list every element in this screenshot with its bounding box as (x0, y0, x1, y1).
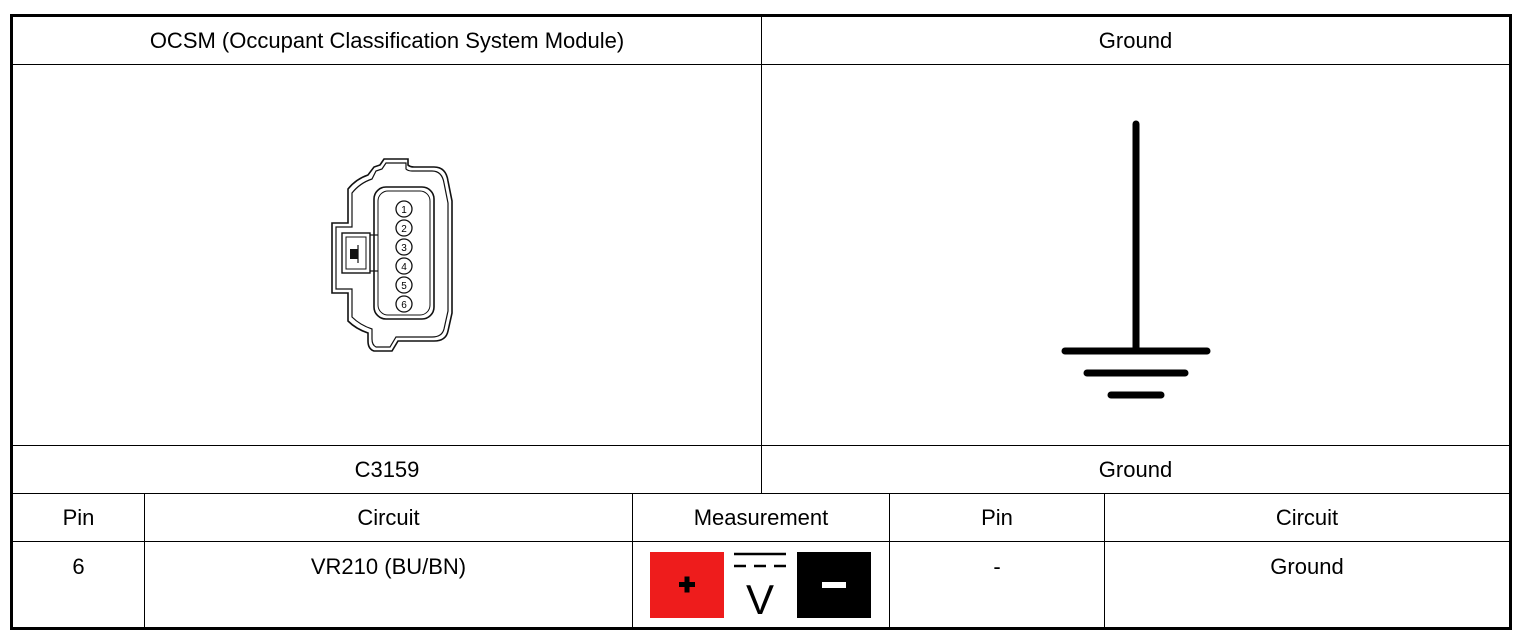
row-pin-right: - (993, 554, 1001, 579)
connector-label: C3159 (354, 456, 420, 482)
ground-connector-label: Ground (1098, 456, 1173, 482)
rule-center (761, 17, 762, 494)
row-circuit-left: VR210 (BU/BN) (310, 554, 467, 579)
pin-number-6: 6 (401, 300, 407, 311)
row-pin-left: 6 (72, 554, 85, 579)
pinout-table: OCSM (Occupant Classification System Mod… (10, 14, 1512, 630)
component-title: OCSM (Occupant Classification System Mod… (149, 27, 625, 53)
pin-number-5: 5 (401, 281, 407, 292)
col-header-pin-left: Pin (62, 504, 95, 530)
rule-col1 (144, 493, 145, 627)
ground-image-cell (762, 65, 1509, 445)
dc-voltage-measurement-icon: V (650, 551, 871, 620)
connector-pins: 1 2 3 4 5 6 (395, 199, 413, 313)
col-header-circuit-right: Circuit (1275, 504, 1339, 530)
connector-image-cell: 1 2 3 4 5 6 (13, 65, 761, 445)
row-measurement: V (633, 542, 889, 627)
connector-c3159-icon: 1 2 3 4 5 6 (331, 157, 453, 352)
pin-number-4: 4 (401, 262, 407, 273)
col-header-measurement: Measurement (693, 504, 829, 530)
col-header-pin-right: Pin (981, 504, 1013, 530)
col-header-circuit-left: Circuit (357, 504, 420, 530)
rule-col4 (1104, 493, 1105, 627)
ground-symbol-icon (1061, 120, 1210, 399)
volt-symbol: V (746, 576, 774, 620)
pin-number-2: 2 (401, 224, 407, 235)
pin-number-3: 3 (401, 243, 407, 254)
rule-col2 (632, 493, 633, 627)
rule-col3 (889, 493, 890, 627)
pin-number-1: 1 (401, 205, 407, 216)
rule-colheader-bottom (13, 541, 1509, 542)
ground-title: Ground (1098, 27, 1173, 53)
row-circuit-right: Ground (1270, 554, 1344, 579)
